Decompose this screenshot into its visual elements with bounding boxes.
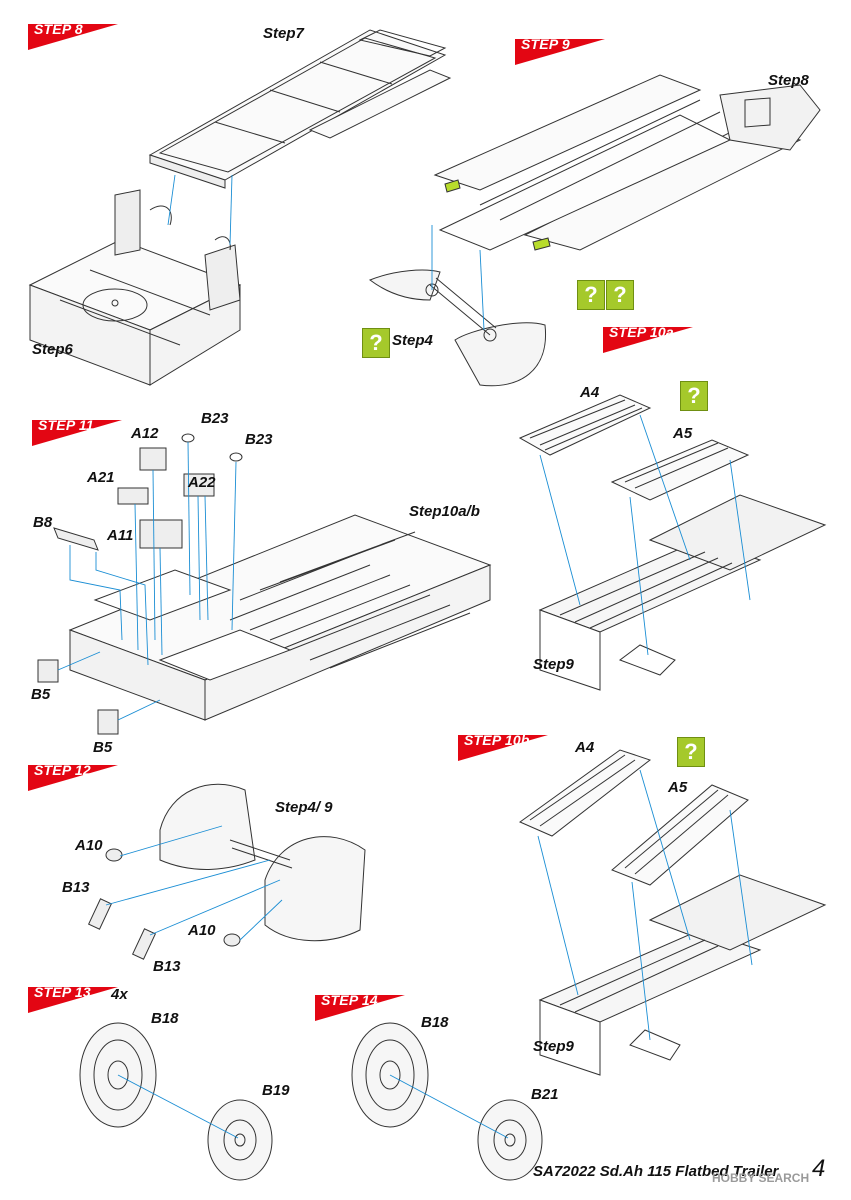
part-b23: B23: [245, 431, 273, 448]
ref-step4-9: Step4/ 9: [275, 799, 333, 816]
red-flag-icon: [603, 327, 693, 353]
ref-step9-a: Step9: [533, 656, 574, 673]
step10a-assembly: [518, 394, 827, 691]
part-b5: B5: [31, 686, 51, 703]
step-10b-label: STEP 10b: [464, 732, 530, 748]
step-13-label: STEP 13: [34, 984, 91, 1000]
ref-step4: Step4: [392, 332, 433, 349]
step8-base: [28, 189, 242, 386]
part-b21: B21: [531, 1086, 559, 1103]
ref-step8: Step8: [768, 72, 809, 89]
step-14-flag: STEP 14: [315, 992, 415, 1023]
ref-step10ab: Step10a/b: [409, 503, 480, 520]
step-14-label: STEP 14: [321, 992, 378, 1008]
step11-flatbed: [68, 514, 492, 721]
step12-axle: [87, 783, 366, 960]
step-12-flag: STEP 12: [28, 762, 128, 793]
watermark: HOBBY SEARCH: [712, 1171, 810, 1185]
part-a11: A11: [107, 527, 134, 544]
question-mark-icon: ?: [677, 737, 705, 767]
footer-title: SA72022 Sd.Ah 115 Flatbed Trailer: [533, 1163, 779, 1180]
ref-step7: Step7: [263, 25, 304, 42]
red-flag-icon: [28, 24, 118, 50]
part-a5: A5: [668, 779, 688, 796]
step-11-flag: STEP 11: [32, 417, 132, 448]
step9-frame: [433, 74, 821, 251]
part-b5: B5: [93, 739, 113, 756]
red-flag-icon: [515, 39, 605, 65]
question-mark-icon: ?: [577, 280, 605, 310]
step10b-assembly: [518, 749, 827, 1076]
red-flag-icon: [28, 765, 118, 791]
step-11-label: STEP 11: [38, 417, 94, 433]
step-13-flag: STEP 13: [28, 984, 128, 1015]
part-b18: B18: [421, 1014, 449, 1031]
part-a4: A4: [575, 739, 595, 756]
question-mark-icon: ?: [680, 381, 708, 411]
part-b13: B13: [153, 958, 181, 975]
step-13-quantity: 4x: [111, 986, 128, 1003]
step13-wheels: [79, 1022, 273, 1181]
part-b18: B18: [151, 1010, 179, 1027]
question-mark-icon: ?: [606, 280, 634, 310]
part-a22: A22: [188, 474, 216, 491]
step-8-label: STEP 8: [34, 21, 83, 37]
red-flag-icon: [28, 987, 118, 1013]
step8-frame: [148, 29, 452, 189]
part-b13: B13: [62, 879, 90, 896]
question-mark-icon: ?: [362, 328, 390, 358]
step-10b-flag: STEP 10b: [458, 732, 558, 763]
red-flag-icon: [458, 735, 548, 761]
step-9-flag: STEP 9: [515, 36, 615, 67]
page-number: 4: [812, 1155, 826, 1182]
part-a10: A10: [188, 922, 216, 939]
part-a5: A5: [673, 425, 693, 442]
step9-axle: [368, 269, 547, 387]
red-flag-icon: [32, 420, 122, 446]
part-a21: A21: [87, 469, 115, 486]
step14-wheels: [351, 1022, 543, 1181]
part-b8: B8: [33, 514, 53, 531]
step-10a-label: STEP 10a: [609, 324, 674, 340]
step11-parts: [37, 433, 243, 735]
part-b19: B19: [262, 1082, 290, 1099]
step-8-flag: STEP 8: [28, 21, 128, 52]
step-10a-flag: STEP 10a: [603, 324, 703, 355]
step-9-label: STEP 9: [521, 36, 570, 52]
ref-step9-b: Step9: [533, 1038, 574, 1055]
part-a4: A4: [580, 384, 600, 401]
part-a10: A10: [75, 837, 103, 854]
part-a12: A12: [131, 425, 159, 442]
guide-lines: [57, 174, 753, 1139]
step-12-label: STEP 12: [34, 762, 91, 778]
red-flag-icon: [315, 995, 405, 1021]
part-b23: B23: [201, 410, 229, 427]
ref-step6: Step6: [32, 341, 73, 358]
